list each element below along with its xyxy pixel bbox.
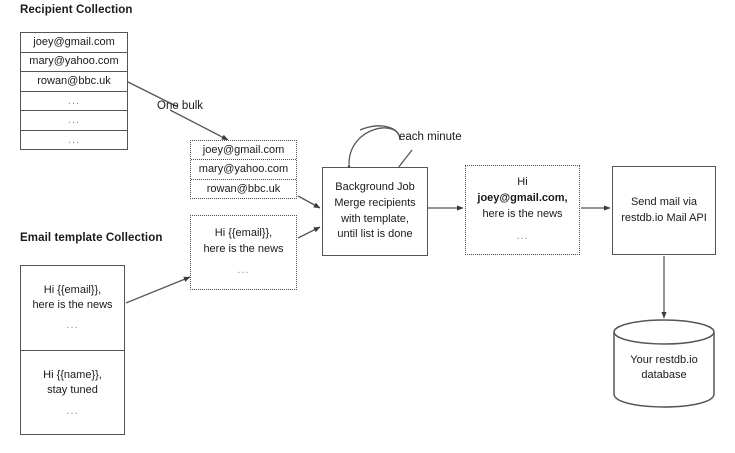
database-cylinder: Your restdb.io database	[612, 318, 716, 408]
background-job-line4: until list is done	[337, 228, 413, 241]
each-minute-label: each minute	[399, 131, 462, 143]
template-preview-line1: Hi {{email}},	[214, 227, 273, 240]
connector-template-preview-to-job	[297, 226, 321, 239]
recipient-email: mary@yahoo.com	[29, 55, 119, 68]
connector-each-minute-loop-tail	[359, 125, 401, 141]
table-row: ...	[21, 111, 127, 131]
background-job-box: Background Job Merge recipients with tem…	[322, 167, 428, 256]
list-item: rowan@bbc.uk	[191, 180, 296, 199]
template-preview-body: Hi {{email}}, here is the news ...	[191, 216, 296, 289]
table-row: ...	[21, 92, 127, 112]
recipient-collection-title: Recipient Collection	[20, 4, 133, 16]
send-mail-line1: Send mail via	[630, 195, 698, 208]
table-row: joey@gmail.com	[21, 33, 127, 53]
email-template-collection-table: Hi {{email}}, here is the news ... Hi {{…	[20, 265, 125, 435]
recipient-collection-table: joey@gmail.com mary@yahoo.com rowan@bbc.…	[20, 32, 128, 150]
list-item: joey@gmail.com	[191, 141, 296, 161]
bulk-email: joey@gmail.com	[202, 144, 285, 157]
template-preview-line2: here is the news	[203, 243, 284, 256]
connector-each-minute-loop	[346, 127, 401, 171]
database-line2: database	[641, 369, 687, 382]
template-line3: ...	[66, 319, 79, 332]
recipient-email: ...	[67, 114, 81, 127]
list-item: mary@yahoo.com	[191, 160, 296, 180]
recipient-email: ...	[67, 134, 81, 147]
template-preview-box: Hi {{email}}, here is the news ...	[190, 215, 297, 290]
table-row: ...	[21, 131, 127, 151]
table-row: rowan@bbc.uk	[21, 72, 127, 92]
bulk-email: mary@yahoo.com	[198, 163, 289, 176]
connector-each-minute-label-leader	[397, 149, 413, 169]
database-shape	[613, 319, 715, 408]
recipient-email: ...	[67, 94, 81, 107]
background-job-line1: Background Job	[335, 180, 415, 193]
table-row: Hi {{email}}, here is the news ...	[21, 266, 124, 351]
send-mail-box: Send mail via restdb.io Mail API	[612, 166, 716, 255]
table-row: mary@yahoo.com	[21, 53, 127, 73]
merged-email-line4: ...	[516, 229, 529, 242]
send-mail-line2: restdb.io Mail API	[621, 211, 707, 224]
merged-email-recipient: joey@gmail.com,	[477, 192, 568, 205]
connector-template-collection-to-preview	[125, 276, 191, 304]
template-preview-line3: ...	[237, 263, 250, 276]
template-line2: here is the news	[32, 298, 113, 311]
recipient-email: joey@gmail.com	[33, 35, 115, 48]
template-line3: ...	[66, 404, 79, 417]
background-job-line2: Merge recipients	[334, 196, 416, 209]
one-bulk-label: One bulk	[157, 100, 204, 112]
merged-email-line1: Hi	[517, 176, 528, 189]
database-line1: Your restdb.io	[630, 354, 698, 366]
template-collection-title: Email template Collection	[20, 232, 163, 244]
connector-bulklist-to-job	[297, 195, 321, 209]
database-label: Your restdb.io database	[612, 353, 716, 384]
template-line1: Hi {{email}},	[43, 283, 102, 296]
template-line1: Hi {{name}},	[43, 369, 102, 382]
bulk-email: rowan@bbc.uk	[206, 183, 281, 196]
connector-onebulk-to-bulklist	[169, 109, 229, 141]
table-row: Hi {{name}}, stay tuned ...	[21, 351, 124, 436]
merged-email-body: Hi joey@gmail.com, here is the news ...	[466, 166, 579, 254]
background-job-line3: with template,	[341, 212, 409, 225]
template-line2: stay tuned	[47, 384, 98, 397]
bulk-recipient-list: joey@gmail.com mary@yahoo.com rowan@bbc.…	[190, 140, 297, 199]
recipient-email: rowan@bbc.uk	[37, 75, 111, 88]
merged-email-box: Hi joey@gmail.com, here is the news ...	[465, 165, 580, 255]
merged-email-line3: here is the news	[482, 208, 563, 220]
